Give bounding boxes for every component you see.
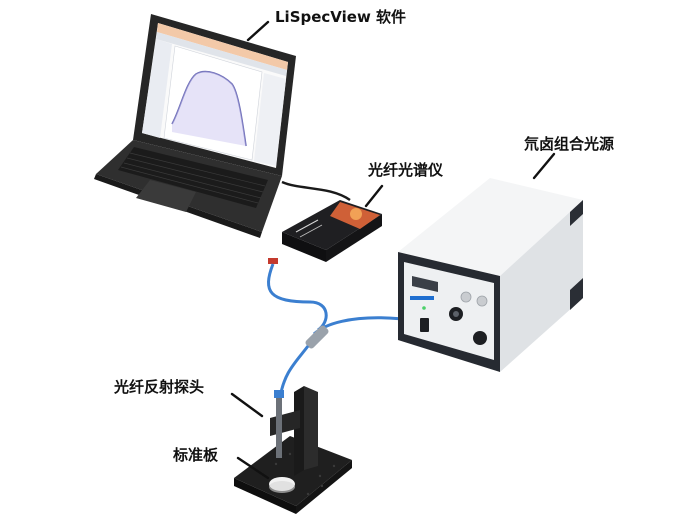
app-plot-area [163, 45, 263, 161]
usb-cable [281, 180, 351, 201]
laptop-keyboard [118, 147, 268, 208]
standard-board-plate [234, 436, 352, 506]
standard-board-front [234, 478, 296, 514]
fiber-connector-icon [274, 390, 284, 398]
label-light-source: 氘卤组合光源 [524, 135, 615, 153]
leader-software [246, 20, 270, 42]
callout-leaders [230, 20, 556, 480]
app-side-panel [142, 39, 172, 138]
fiber-splitter [305, 325, 329, 349]
leader-board [236, 456, 270, 480]
light-source-side-band-top [570, 200, 583, 226]
spectrometer [268, 200, 382, 264]
power-switch-icon [420, 318, 429, 332]
leader-probe [230, 392, 264, 418]
light-source-button-left [460, 291, 472, 303]
spectrum-fill [172, 71, 246, 146]
stand-post-front [294, 386, 304, 476]
laptop [94, 14, 296, 238]
spectrometer-front [282, 232, 326, 262]
light-source-brand-logo [410, 296, 434, 300]
keyboard-key-lines [120, 152, 266, 204]
reflection-probe [276, 394, 282, 458]
spectrometer-side [326, 214, 382, 262]
stand-post-side [304, 386, 318, 470]
fiber-to-spectrometer [267, 263, 328, 332]
light-source-led [422, 306, 426, 310]
label-probe: 光纤反射探头 [114, 378, 205, 396]
light-source-side-band-bottom [570, 278, 583, 310]
spectrum-curve [171, 70, 247, 147]
light-source-button-right [476, 295, 488, 307]
laptop-trackpad [136, 180, 196, 212]
light-source-display [412, 276, 438, 292]
label-standard-board: 标准板 [173, 446, 219, 464]
app-title-bar [157, 23, 288, 70]
spectrometer-fiber-port [268, 258, 278, 264]
label-spectrometer: 光纤光谱仪 [368, 161, 444, 179]
light-source-top [398, 178, 583, 276]
leader-spectrometer [364, 184, 384, 208]
app-right-panel [254, 73, 286, 166]
label-software: LiSpecView 软件 [275, 8, 407, 26]
probe-stand [234, 386, 352, 514]
light-source-knob [473, 331, 487, 345]
app-toolbar [156, 32, 287, 76]
light-source [398, 178, 583, 372]
light-source-side [500, 200, 583, 372]
leader-light-source [532, 152, 556, 180]
standard-board-side [296, 460, 352, 514]
